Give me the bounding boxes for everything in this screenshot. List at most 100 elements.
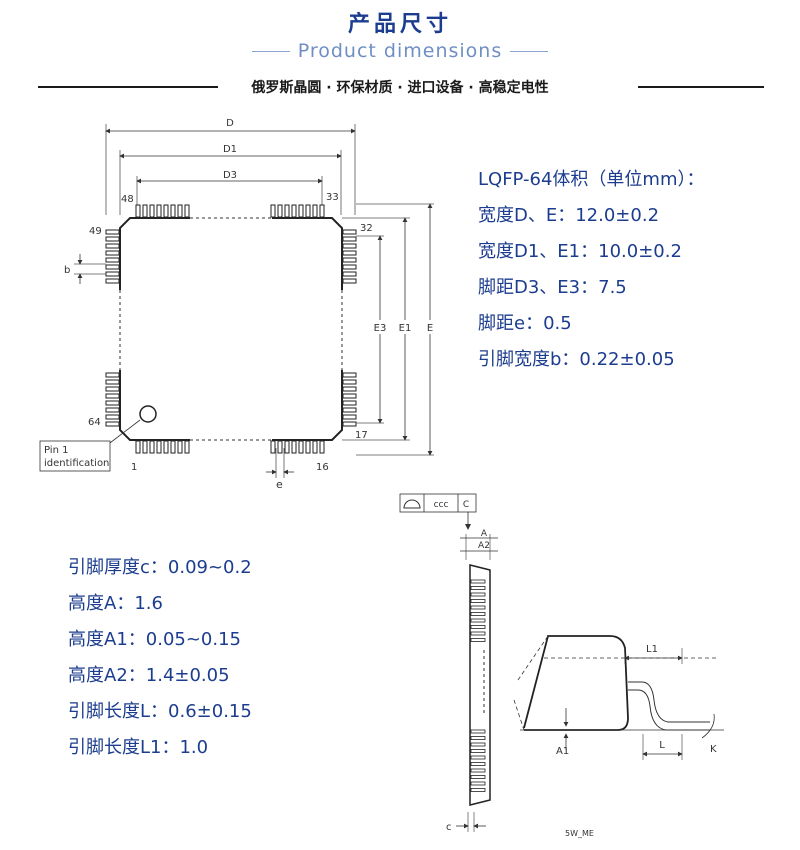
pin-left [105, 243, 120, 249]
pin-left [105, 421, 120, 427]
pin-right [342, 278, 357, 284]
slogan: 俄罗斯晶圆 · 环保材质 · 进口设备 · 高稳定电性 [0, 77, 800, 97]
pin-right [342, 379, 357, 385]
pin-bottom [135, 440, 141, 454]
pin-top [298, 204, 304, 218]
side-pin [470, 788, 486, 792]
label-d1: D1 [223, 144, 237, 155]
pin-top [149, 204, 155, 218]
pin-bottom [163, 440, 169, 454]
pin-bottom [305, 440, 311, 454]
pin-left [105, 229, 120, 235]
label-a1: A1 [556, 746, 569, 757]
pin-left [105, 372, 120, 378]
pin-bottom [142, 440, 148, 454]
label-pin33: 33 [326, 192, 339, 203]
label-pin48: 48 [121, 194, 134, 205]
pin-bottom [284, 440, 290, 454]
pin-top [184, 204, 190, 218]
spec-line-width-d: 宽度D、E：12.0±0.2 [478, 205, 660, 226]
pin-bottom [319, 440, 325, 454]
pin-right [342, 400, 357, 406]
label-e-pitch: e [276, 478, 283, 491]
pin-bottom [312, 440, 318, 454]
pin1-marker [139, 405, 157, 423]
dim-d3: D3 [136, 170, 323, 206]
pin1-id-line1: Pin 1 [44, 445, 68, 456]
side-pin [470, 631, 486, 636]
label-e: E [427, 323, 433, 334]
dim-d: D [105, 118, 356, 215]
bottom-spec-list: 引脚厚度c：0.09~0.2 高度A：1.6 高度A1：0.05~0.15 高度… [68, 550, 252, 766]
spec-line-width-d1: 宽度D1、E1：10.0±0.2 [478, 241, 682, 262]
spec-line-pitch-d3: 脚距D3、E3：7.5 [478, 277, 627, 298]
pin-left [105, 257, 120, 263]
subtitle-left-dash [251, 51, 290, 52]
pin-top [163, 204, 169, 218]
side-pin [470, 781, 486, 786]
label-pin49: 49 [89, 226, 102, 237]
side-pin [470, 736, 486, 740]
page-subtitle: Product dimensions [0, 40, 800, 62]
pin1-identification-callout: Pin 1 identification [39, 419, 141, 472]
side-pin [470, 768, 486, 773]
pin-bottom [184, 440, 190, 454]
label-e1: E1 [399, 323, 412, 334]
spec-line-length-l: 引脚长度L：0.6±0.15 [68, 701, 252, 722]
pin-left [105, 278, 120, 284]
pin-left [105, 379, 120, 385]
label-pin1: 1 [131, 462, 137, 473]
pin-top [270, 204, 276, 218]
dim-b: b [64, 254, 106, 284]
slogan-right-rule [638, 86, 764, 88]
spec-line-thickness-c: 引脚厚度c：0.09~0.2 [68, 557, 252, 578]
pin-right [342, 229, 357, 235]
subtitle-text: Product dimensions [297, 40, 503, 62]
pin-right [342, 271, 357, 277]
package-body [119, 217, 343, 441]
pin-top [305, 204, 311, 218]
side-pin [470, 612, 486, 616]
pin-top [177, 204, 183, 218]
side-pin [470, 605, 486, 610]
label-l1: L1 [646, 644, 658, 655]
pin-groups [105, 204, 357, 454]
label-ccc: ccc [434, 500, 449, 510]
side-pin [470, 775, 486, 779]
pin-bottom [270, 440, 276, 454]
pin-bottom [149, 440, 155, 454]
label-d3: D3 [223, 170, 237, 181]
label-ref: 5W_ME [565, 829, 594, 838]
pin-top [312, 204, 318, 218]
dim-e3: E3 [356, 235, 388, 424]
side-pin [470, 592, 486, 597]
pin-left [105, 236, 120, 242]
spec-line-height-a1: 高度A1：0.05~0.15 [68, 629, 242, 650]
pin-bottom [177, 440, 183, 454]
side-pin [470, 599, 486, 603]
side-pin [470, 625, 486, 629]
side-pin [470, 742, 486, 747]
label-l: L [659, 740, 665, 751]
dim-e-pitch: e [266, 448, 294, 491]
label-c-thickness: c [446, 822, 452, 833]
pin-right [342, 250, 357, 256]
label-c-datum: C [463, 500, 469, 510]
pin-left [105, 386, 120, 392]
label-pin64: 64 [88, 417, 101, 428]
pin-top [277, 204, 283, 218]
pin-left [105, 264, 120, 270]
pin-left [105, 407, 120, 413]
pin1-id-line2: identification [44, 458, 109, 469]
pin-left [105, 414, 120, 420]
label-pin16: 16 [316, 462, 329, 473]
pin-left [105, 393, 120, 399]
pin-right [342, 264, 357, 270]
slogan-left-rule [38, 86, 218, 88]
side-pin [470, 638, 486, 642]
side-pin [470, 755, 486, 760]
pin-top [142, 204, 148, 218]
label-pin17: 17 [355, 430, 368, 441]
spec-line-length-l1: 引脚长度L1：1.0 [68, 737, 209, 758]
spec-line-pin-width: 引脚宽度b：0.22±0.05 [478, 349, 675, 370]
